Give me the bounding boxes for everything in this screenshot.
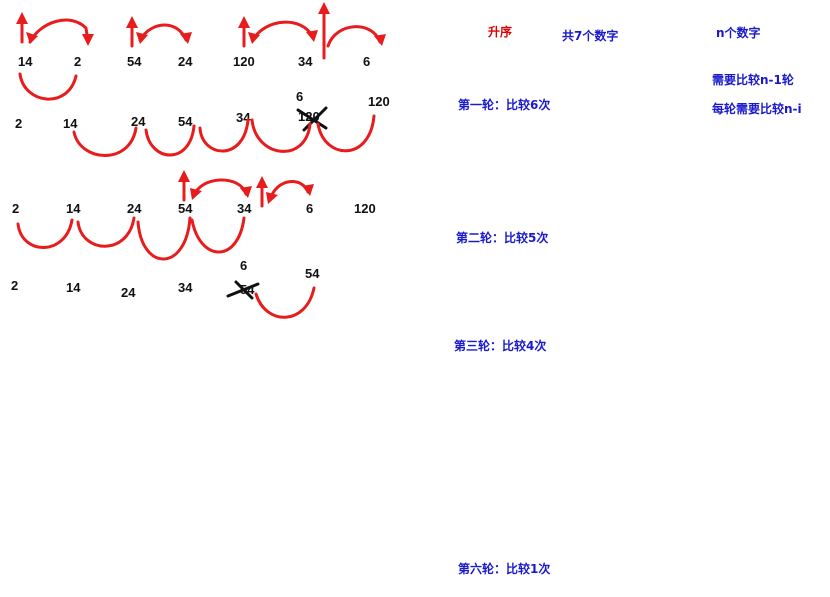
- row1-num-7: 6: [363, 54, 370, 69]
- compare-arc: [144, 124, 196, 157]
- row3-num-1: 2: [12, 201, 19, 216]
- row4-num-6: 54: [305, 266, 320, 281]
- swap-arrow-curve: [326, 25, 382, 48]
- arrowhead: [374, 34, 386, 46]
- row1-num-3: 54: [127, 54, 142, 69]
- row1-swap-arrows: [16, 2, 386, 60]
- row3-num-2: 14: [66, 201, 81, 216]
- row2-cross-mark: [296, 106, 328, 132]
- compare-arc: [316, 114, 376, 153]
- arrowhead: [248, 32, 260, 44]
- up-arrowhead: [178, 170, 190, 182]
- row3-num-4: 54: [178, 201, 193, 216]
- row1-num-5: 120: [233, 54, 255, 69]
- arrowhead: [302, 184, 314, 196]
- row1-num-4: 24: [178, 54, 193, 69]
- arrowhead: [266, 192, 278, 204]
- row2-num-2: 14: [63, 116, 78, 131]
- row4-num-2: 14: [66, 280, 81, 295]
- row-3: 2 14 24 54 34 6 120: [12, 201, 376, 216]
- row-4: 2 14 24 34 54 6 54: [11, 258, 320, 300]
- notes: 升序 共7个数字 n个数字 需要比较n-1轮 每轮需要比较n-i 第一轮：比较6…: [454, 24, 802, 576]
- row4-num-1: 2: [11, 278, 18, 293]
- compare-arc: [76, 216, 136, 248]
- arrowhead: [190, 188, 202, 200]
- swap-arrow-curve: [28, 18, 90, 44]
- round3-label: 第三轮：比较4次: [454, 338, 546, 353]
- compare-arc: [72, 126, 138, 157]
- swap-arrow-curve: [192, 178, 248, 198]
- row4-num-4: 34: [178, 280, 193, 295]
- row4-cross-mark: [226, 280, 260, 300]
- compare-arc: [198, 118, 250, 153]
- up-arrowhead: [238, 16, 250, 28]
- row3-swap-arrows: [178, 170, 314, 208]
- up-arrowhead: [256, 176, 268, 188]
- n-numbers-label: n个数字: [716, 25, 761, 40]
- row2-num-7: 120: [368, 94, 390, 109]
- row2-num-4: 54: [178, 114, 193, 129]
- arrowhead: [180, 32, 192, 44]
- row3-compare-arcs: [16, 216, 246, 261]
- up-arrowhead: [126, 16, 138, 28]
- row4-num-3: 24: [121, 285, 136, 300]
- row3-num-7: 120: [354, 201, 376, 216]
- round6-label: 第六轮：比较1次: [458, 561, 550, 576]
- per-round-label: 每轮需要比较n-i: [712, 101, 802, 116]
- up-arrowhead: [16, 12, 28, 24]
- row-2: 2 14 24 54 34 120 6 120: [15, 89, 390, 131]
- rounds-needed-label: 需要比较n-1轮: [712, 72, 795, 87]
- arrowhead: [136, 32, 148, 44]
- up-arrowhead: [318, 2, 330, 14]
- row1-num-6: 34: [298, 54, 313, 69]
- row3-num-3: 24: [127, 201, 142, 216]
- row2-compare-arcs: [72, 114, 376, 157]
- arrowhead: [240, 186, 252, 198]
- round1-label: 第一轮：比较6次: [458, 97, 550, 112]
- swap-arrow-curve: [138, 23, 188, 42]
- row1-num-2: 2: [74, 54, 81, 69]
- row3-num-6: 6: [306, 201, 313, 216]
- row4-inserted-num: 6: [240, 258, 247, 273]
- row1-num-1: 14: [18, 54, 33, 69]
- row2-inserted-num: 6: [296, 89, 303, 104]
- arrowhead: [26, 32, 38, 44]
- arrowhead: [82, 34, 94, 46]
- total-count-label: 共7个数字: [562, 28, 618, 43]
- ascending-label: 升序: [488, 24, 512, 39]
- compare-arc: [190, 216, 246, 254]
- compare-arc: [250, 118, 312, 153]
- swap-arrow-curve: [268, 180, 310, 202]
- arrowhead: [306, 30, 318, 42]
- round2-label: 第二轮：比较5次: [456, 230, 548, 245]
- row-1: 14 2 54 24 120 34 6: [18, 54, 370, 69]
- swap-arrow-curve: [251, 20, 314, 42]
- row3-num-5: 34: [237, 201, 252, 216]
- row2-num-1: 2: [15, 116, 22, 131]
- compare-arc: [254, 286, 316, 319]
- compare-arc: [136, 216, 192, 261]
- compare-arc: [16, 218, 74, 249]
- compare-arc: [18, 72, 78, 101]
- row2-num-3: 24: [131, 114, 146, 129]
